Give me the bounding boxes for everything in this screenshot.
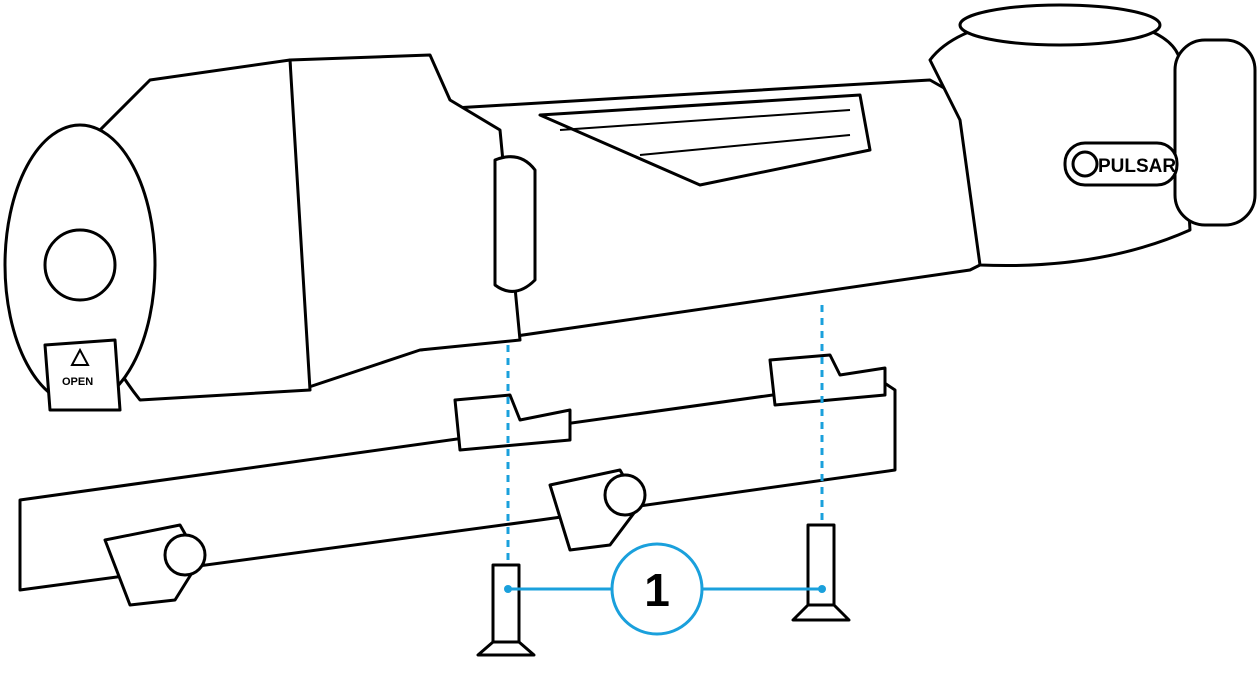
- screw-left: [476, 563, 536, 657]
- pulsar-logo: PULSAR: [1063, 141, 1179, 187]
- lens-cap-center: [43, 228, 117, 302]
- top-panel: [538, 93, 872, 187]
- top-dial: [958, 3, 1162, 47]
- cap-open-label: OPEN: [62, 376, 93, 388]
- eyepiece-ring: [1173, 38, 1257, 227]
- riflescope: PULSAR OPEN: [3, 3, 1257, 412]
- brand-logo-text: PULSAR: [1098, 156, 1176, 177]
- callout-1: 1: [610, 542, 704, 636]
- usb-port-cover: [493, 155, 537, 293]
- mount-rail: [18, 353, 897, 607]
- rear-clamp-seat: [768, 353, 887, 407]
- cap-tab: [43, 338, 122, 412]
- callout-number: 1: [644, 564, 670, 616]
- screw-right: [791, 523, 851, 622]
- front-clamp-seat: [453, 393, 572, 452]
